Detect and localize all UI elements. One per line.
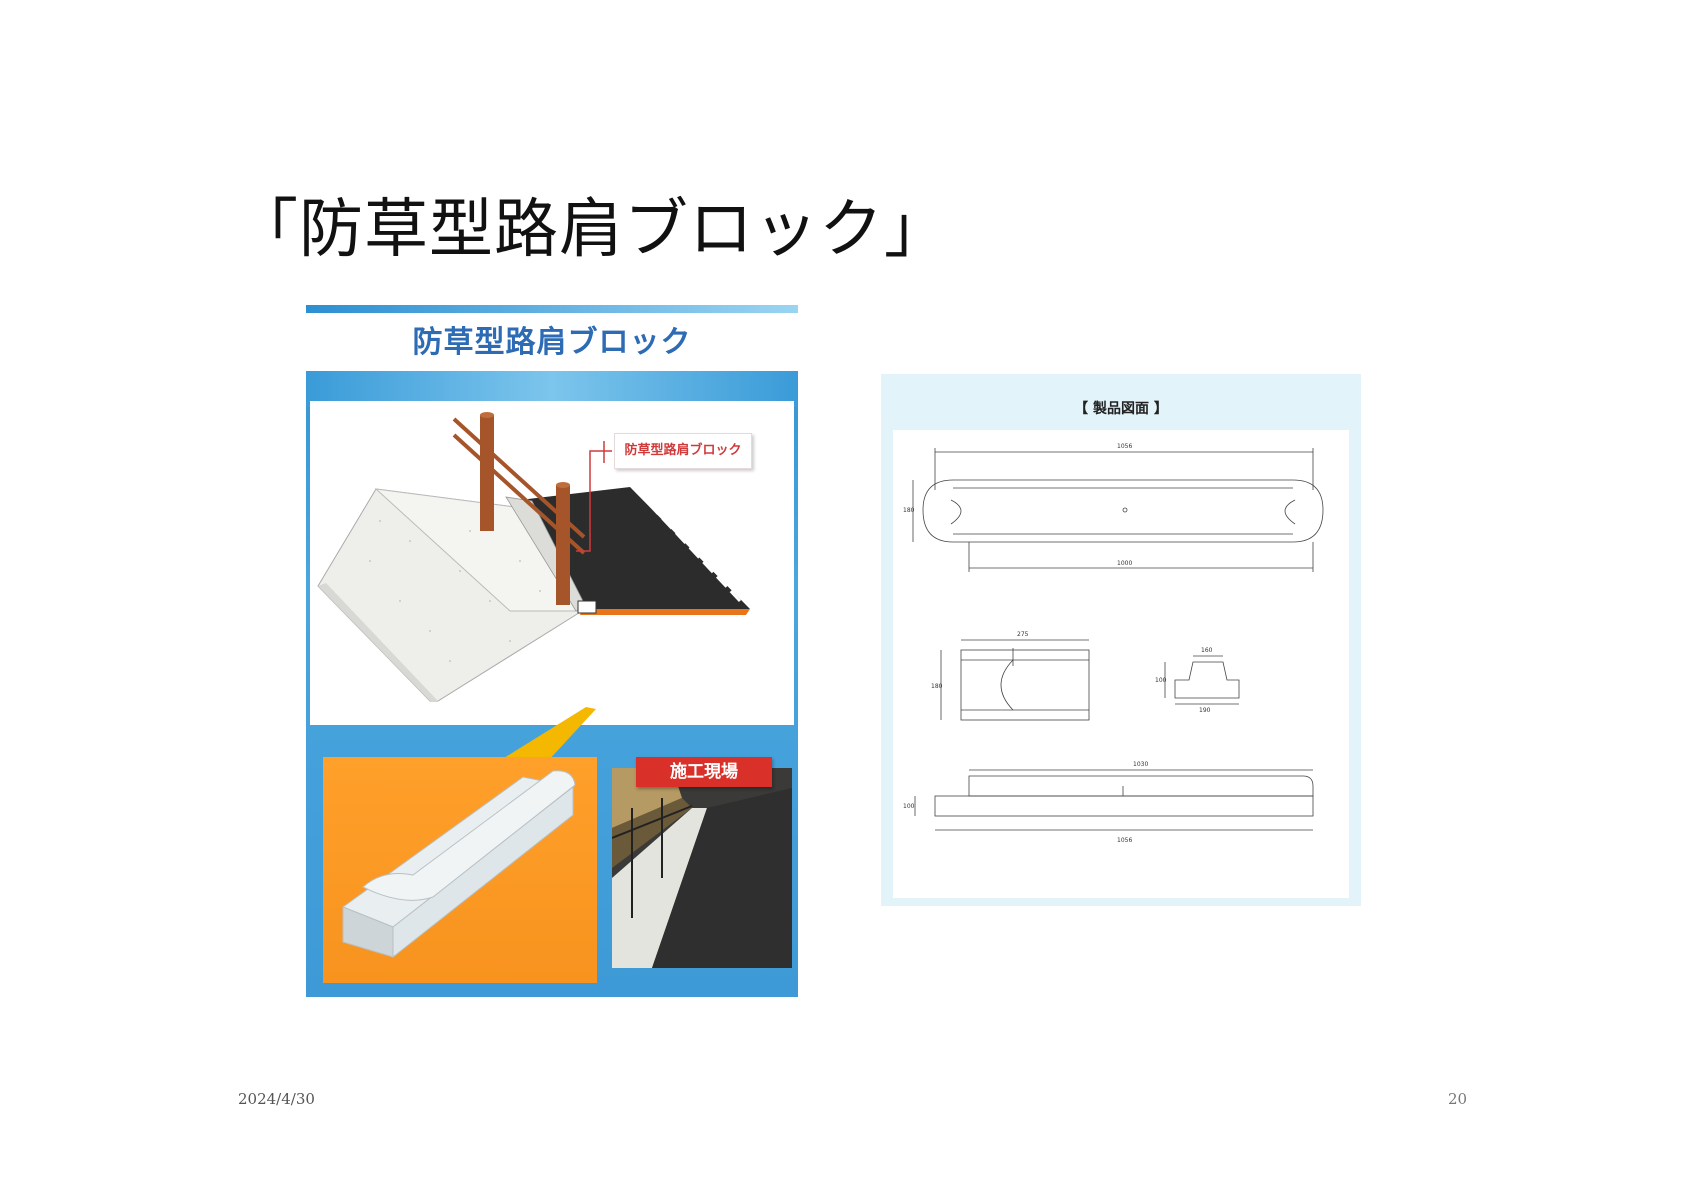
dim-section-height: 180 — [931, 683, 943, 690]
slide-title: 「防草型路肩ブロック」 — [234, 193, 949, 267]
dim-bottom-height: 100 — [903, 803, 915, 810]
zoom-pointer — [496, 707, 596, 763]
brochure-title-bar — [306, 313, 798, 371]
drawing-sheet: 1056 1000 180 275 180 160 100 190 1030 1… — [893, 430, 1349, 898]
dim-bottom-width: 1056 — [1117, 837, 1132, 844]
construction-site-photo — [612, 768, 792, 968]
road-shoulder-illustration: 防草型路肩ブロック — [310, 401, 794, 725]
product-photo — [323, 757, 597, 983]
dim-small-width-bottom: 190 — [1199, 707, 1211, 714]
brochure-title: 防草型路肩ブロック — [412, 325, 692, 360]
dim-bottom-top: 1030 — [1133, 761, 1148, 768]
drawing-title: 【 製品図面 】 — [1074, 401, 1168, 417]
dim-top-inner: 1000 — [1117, 560, 1132, 567]
product-drawing: 【 製品図面 】 — [881, 374, 1361, 906]
callout-label: 防草型路肩ブロック — [614, 433, 752, 469]
dim-section-width: 275 — [1017, 631, 1029, 638]
page-number: 20 — [1448, 1090, 1468, 1108]
brochure-image: 防草型路肩ブロック — [306, 305, 798, 997]
brochure-top-stripe — [306, 305, 798, 313]
site-label: 施工現場 — [636, 757, 772, 787]
footer-date: 2024/4/30 — [238, 1090, 315, 1108]
dim-top-height: 180 — [903, 507, 915, 514]
dim-small-height: 100 — [1155, 677, 1167, 684]
dim-small-width-top: 160 — [1201, 647, 1213, 654]
dim-top-width: 1056 — [1117, 443, 1132, 450]
